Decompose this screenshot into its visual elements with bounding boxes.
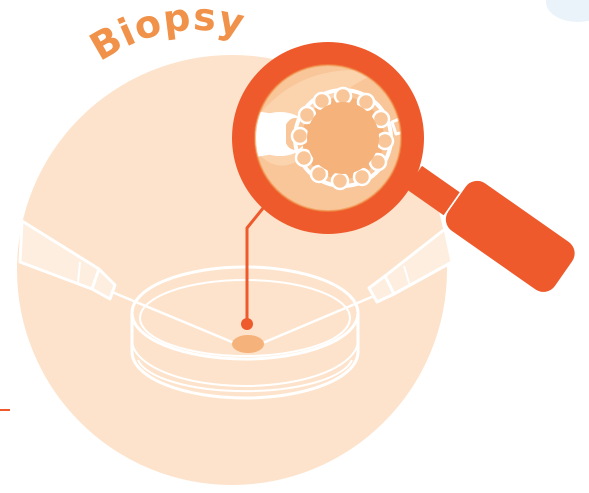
corner-bubble: [546, 0, 589, 22]
embryo-in-dish: [232, 335, 264, 353]
